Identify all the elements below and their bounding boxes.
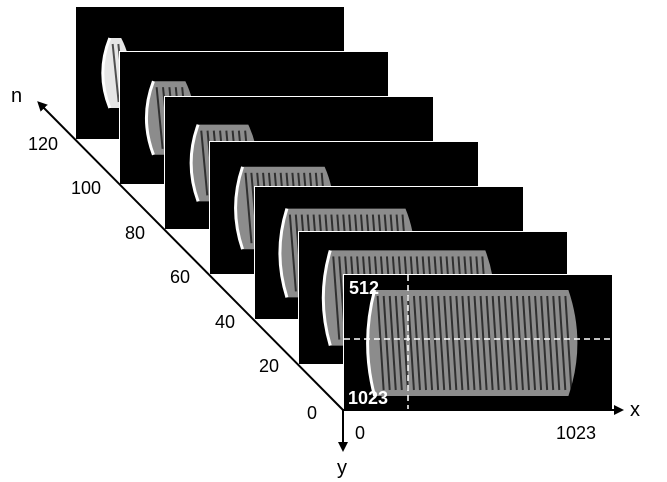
fringe-stripe <box>332 256 341 340</box>
x-tick-label-0: 0 <box>355 423 366 443</box>
y-tick-label-512: 512 <box>349 278 380 298</box>
fringe-rim <box>145 80 155 156</box>
x-tick-label-1023: 1023 <box>556 423 597 443</box>
fringe-stripe <box>382 295 391 391</box>
fringe-stripe <box>564 295 573 391</box>
fringe-stripe <box>443 295 452 391</box>
n-tick-label-0: 0 <box>307 403 318 423</box>
fringe-stripe <box>449 295 458 391</box>
fringe-stripe <box>497 295 506 391</box>
fringe-stripe <box>540 295 549 391</box>
fringe-stripe <box>111 43 120 103</box>
fringe-stripe <box>425 295 434 391</box>
fringe-stripe <box>461 295 470 391</box>
fringe-stripe <box>437 295 446 391</box>
n-axis-label: n <box>11 85 23 107</box>
fringe-stripe <box>412 295 421 391</box>
fringe-stripe <box>485 295 494 391</box>
fringe-stripe <box>491 295 500 391</box>
frame-pattern <box>344 275 612 411</box>
fringe-stripe <box>552 295 561 391</box>
fringe-stripe <box>509 295 518 391</box>
fringe-stripe <box>521 295 530 391</box>
fringe-stripe <box>288 214 297 292</box>
fringe-stripe <box>546 295 555 391</box>
y-axis-label: y <box>337 457 347 479</box>
fringe-stripe <box>155 87 164 149</box>
n-axis-line <box>37 101 344 411</box>
n-tick-label-80: 80 <box>125 223 146 243</box>
n-tick-label-120: 120 <box>28 134 59 154</box>
fringe-stripe <box>455 295 464 391</box>
n-tick-label-100: 100 <box>71 178 102 198</box>
n-tick-label-60: 60 <box>170 267 191 287</box>
fringe-stripe <box>419 295 428 391</box>
fringe-stripe <box>534 295 543 391</box>
fringe-rim <box>101 37 112 109</box>
fringe-stripe <box>528 295 537 391</box>
fringe-stripe <box>376 295 385 391</box>
fringe-stripe <box>406 295 415 391</box>
fringe-stripe <box>431 295 440 391</box>
fringe-rim <box>189 124 200 202</box>
fringe-rim <box>321 249 332 347</box>
fringe-rim <box>366 289 377 397</box>
fringe-stripe <box>394 295 403 391</box>
fringe-stripe <box>244 172 253 244</box>
fringe-stripe <box>467 295 476 391</box>
frame-n0: 512 1023 <box>343 274 613 412</box>
fringe-rim <box>234 166 244 250</box>
fringe-stripe <box>388 295 397 391</box>
fringe-stripe <box>558 295 567 391</box>
n-tick-label-40: 40 <box>215 312 236 332</box>
n-tick-label-20: 20 <box>259 356 280 376</box>
fringe-rim <box>278 208 289 298</box>
fringe-stripe <box>473 295 482 391</box>
fringe-stripe <box>200 130 209 196</box>
fringe-stripe <box>503 295 512 391</box>
fringe-region <box>366 289 578 397</box>
fringe-stripe <box>515 295 524 391</box>
x-axis-label: x <box>630 399 640 421</box>
y-tick-label-1023: 1023 <box>348 388 389 408</box>
fringe-stripe <box>479 295 488 391</box>
fringe-stripe <box>400 295 409 391</box>
